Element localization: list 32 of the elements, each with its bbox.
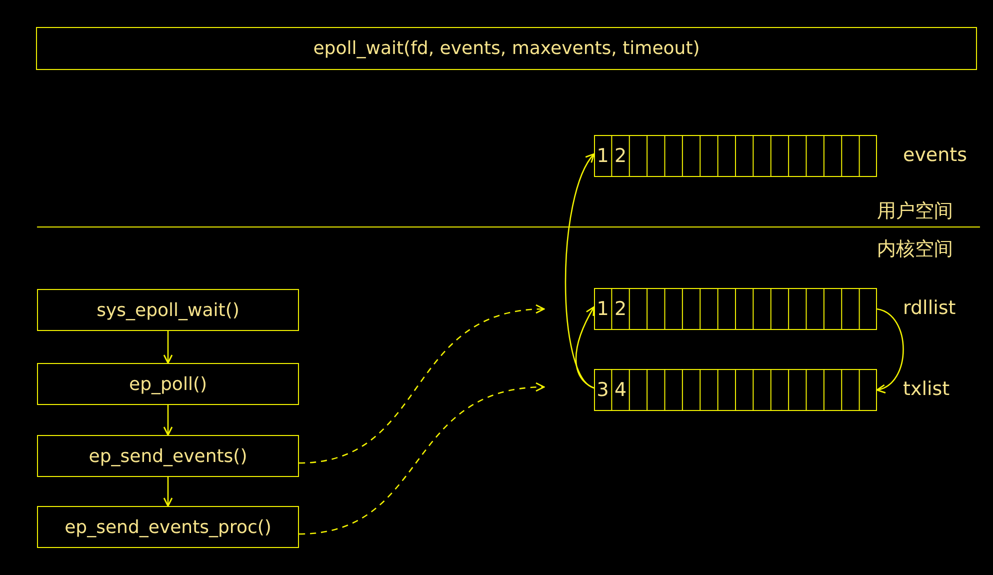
arrow <box>163 405 173 436</box>
arrow <box>163 331 173 364</box>
array-box <box>594 135 877 177</box>
cell-number: 4 <box>613 378 628 403</box>
array-box <box>594 369 877 411</box>
array-box <box>594 288 877 330</box>
cell-number: 3 <box>596 378 610 403</box>
space-label: 内核空间 <box>877 237 953 262</box>
arrow <box>876 308 904 392</box>
function-box <box>37 363 299 405</box>
list-name: txlist <box>903 378 950 400</box>
cell-number: 2 <box>613 297 628 322</box>
arrow <box>163 477 173 507</box>
dashed-arrow <box>298 305 545 464</box>
cell-number: 1 <box>596 297 610 322</box>
function-box <box>37 289 299 331</box>
list-name: events <box>903 144 968 166</box>
function-box <box>37 435 299 477</box>
function-name: ep_send_events() <box>88 446 248 466</box>
dashed-arrow <box>298 383 545 535</box>
function-box <box>37 506 299 548</box>
list-name: rdllist <box>903 297 956 319</box>
function-name: ep_poll() <box>129 374 207 394</box>
cell-number: 1 <box>596 144 610 169</box>
function-name: sys_epoll_wait() <box>96 300 240 320</box>
arrow <box>575 306 595 389</box>
function-name: ep_send_events_proc() <box>64 516 272 538</box>
space-label: 用户空间 <box>877 199 953 224</box>
function-name: epoll_wait(fd, events, maxevents, timeout) <box>313 38 700 59</box>
arrow <box>564 153 595 389</box>
function-box <box>36 27 977 70</box>
cell-number: 2 <box>613 144 628 169</box>
